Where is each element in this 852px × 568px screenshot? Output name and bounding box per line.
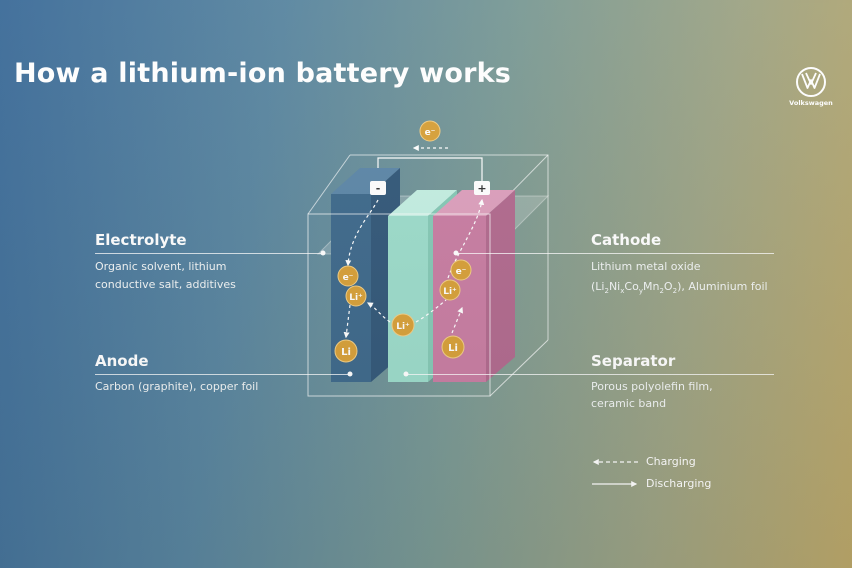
cathode-leader-line	[456, 253, 774, 254]
legend-charging-label: Charging	[646, 455, 696, 468]
anode-title: Anode	[95, 352, 149, 370]
brand-name: Volkswagen	[789, 99, 833, 107]
anode-electron-particle: e⁻	[337, 265, 359, 287]
cathode-title: Cathode	[591, 231, 662, 249]
svg-text:e⁻: e⁻	[425, 128, 436, 138]
anode-electron-path	[345, 199, 379, 267]
page-title: How a lithium-ion battery works	[14, 58, 512, 89]
negative-terminal-label: -	[376, 182, 381, 195]
cathode-ion-path	[451, 306, 464, 334]
separator-ion-path-left	[366, 302, 391, 323]
anode-lithium-ion-particle: Li⁺	[345, 285, 367, 307]
wire-electron-particle: e⁻	[419, 120, 441, 142]
anode-pointer-dot	[347, 371, 353, 377]
svg-text:e⁻: e⁻	[456, 267, 467, 277]
svg-text:Li⁺: Li⁺	[396, 322, 410, 332]
electrolyte-pointer-dot	[320, 250, 326, 256]
electrolyte-title: Electrolyte	[95, 231, 187, 249]
separator-title: Separator	[591, 352, 676, 370]
battery-casing-front	[307, 213, 549, 397]
anode-leader-line	[95, 374, 350, 375]
separator-ion-path-right	[415, 299, 447, 323]
separator-description-line1: Porous polyolefin film,	[591, 380, 713, 393]
electrolyte-description-line1: Organic solvent, lithium	[95, 260, 227, 273]
anode-ion-path	[343, 304, 351, 339]
anode-description: Carbon (graphite), copper foil	[95, 380, 259, 393]
cathode-description-line1: Lithium metal oxide	[591, 260, 701, 273]
separator-lithium-ion-particle: Li⁺	[391, 313, 415, 337]
separator-leader-line	[406, 374, 774, 375]
electrolyte-description-line2: conductive salt, additives	[95, 278, 236, 291]
anode-lithium-particle: Li	[334, 339, 358, 363]
legend-discharging-label: Discharging	[646, 477, 712, 490]
svg-text:e⁻: e⁻	[343, 273, 354, 283]
electrolyte-leader-line	[95, 253, 323, 254]
svg-text:Li: Li	[341, 347, 351, 358]
svg-text:Li⁺: Li⁺	[349, 293, 363, 303]
separator-description-line2: ceramic band	[591, 397, 667, 410]
negative-terminal: -	[370, 181, 386, 195]
cathode-lithium-particle: Li	[441, 335, 465, 359]
positive-terminal-label: +	[477, 182, 486, 195]
svg-text:Li: Li	[448, 343, 458, 354]
svg-text:Li⁺: Li⁺	[443, 287, 457, 297]
cathode-lithium-ion-particle: Li⁺	[439, 279, 461, 301]
volkswagen-logo	[796, 67, 826, 97]
cathode-electron-particle: e⁻	[450, 259, 472, 281]
cathode-formula: (Li2NixCoyMn2O2), Aluminium foil	[591, 280, 768, 296]
positive-terminal: +	[474, 181, 490, 195]
